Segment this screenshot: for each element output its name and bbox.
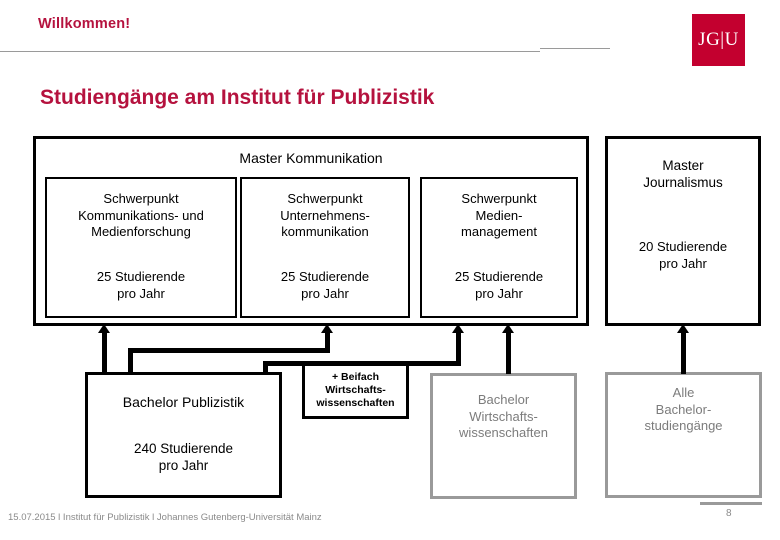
header-rule-main bbox=[0, 51, 540, 52]
master-kommunikation-title: Master Kommunikation bbox=[239, 150, 383, 166]
bachelor-publizistik-title: Bachelor Publizistik bbox=[122, 394, 245, 410]
connector-bp-run-2 bbox=[128, 348, 330, 353]
jgu-logo: JG|U bbox=[692, 14, 745, 66]
welcome-heading: Willkommen! bbox=[38, 16, 131, 32]
connector-bp-run-3 bbox=[263, 361, 461, 366]
connector-bp-riser-2 bbox=[128, 348, 133, 374]
jgu-logo-text: JG|U bbox=[698, 29, 739, 50]
arrowhead-mj bbox=[677, 324, 689, 333]
header-rule-secondary bbox=[540, 48, 610, 49]
connector-bp-to-sp1 bbox=[102, 332, 107, 374]
connector-alle-to-mj bbox=[681, 332, 686, 374]
arrowhead-sp2 bbox=[321, 324, 333, 333]
page-number: 8 bbox=[726, 508, 732, 519]
connector-sp2-riser bbox=[325, 332, 330, 350]
page-title: Studiengänge am Institut für Publizistik bbox=[40, 86, 435, 109]
connector-bww-to-sp3 bbox=[506, 332, 511, 374]
arrowhead-sp3 bbox=[452, 324, 464, 333]
connector-bp-riser-3 bbox=[263, 361, 268, 374]
footer-rule bbox=[700, 502, 762, 505]
connector-sp3-riser bbox=[456, 332, 461, 363]
footer-text: 15.07.2015 l Institut für Publizistik l … bbox=[8, 512, 322, 523]
arrowhead-bww-up bbox=[502, 324, 514, 333]
arrowhead-sp1 bbox=[98, 324, 110, 333]
